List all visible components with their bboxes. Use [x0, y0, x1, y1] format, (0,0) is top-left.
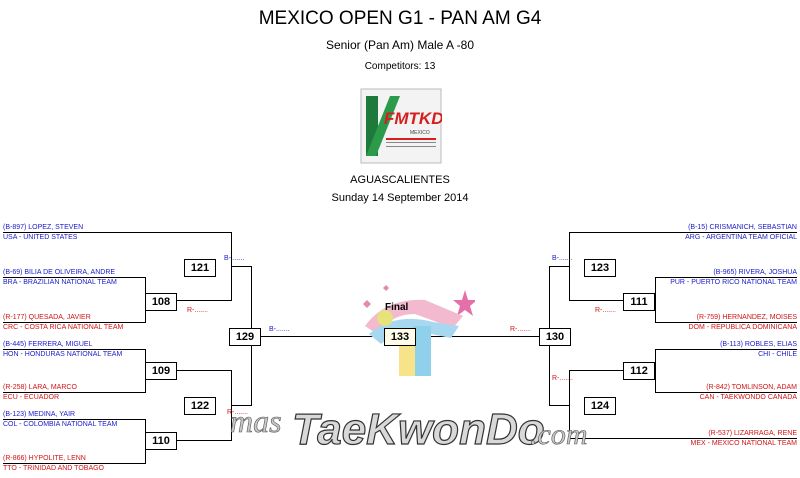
match-box-133: 133	[384, 328, 416, 346]
fmtkd-logo: FMTKD MEXICO	[360, 88, 442, 164]
slot-placeholder: R-.......	[187, 307, 208, 314]
competitor-name: (R-258) LARA, MARCO	[3, 384, 77, 391]
svg-text:TaeKwonDo: TaeKwonDo	[292, 405, 545, 454]
competitor-team: MEX - MEXICO NATIONAL TEAM	[690, 440, 797, 447]
bracket-line	[569, 370, 570, 439]
final-label: Final	[385, 302, 409, 313]
match-box-123: 123	[584, 259, 616, 277]
svg-text:MEXICO: MEXICO	[410, 130, 430, 136]
competitor-team: TTO - TRINIDAD AND TOBAGO	[3, 465, 104, 472]
competitor-name: (R-537) LIZARRAGA, RENE	[708, 430, 797, 437]
match-box-121: 121	[184, 259, 216, 277]
bracket-line	[3, 232, 231, 233]
match-box-130: 130	[539, 328, 571, 346]
bracket-line	[231, 405, 251, 406]
bracket-line	[3, 277, 145, 278]
bracket-line	[569, 438, 797, 439]
match-box-112: 112	[623, 362, 655, 380]
competitor-team: COL - COLOMBIA NATIONAL TEAM	[3, 421, 118, 428]
competitor-team: HON - HONDURAS NATIONAL TEAM	[3, 351, 123, 358]
competitor-name: (B-897) LOPEZ, STEVEN	[3, 224, 84, 231]
bracket-line	[3, 322, 145, 323]
bracket-line	[569, 232, 797, 233]
match-box-111: 111	[623, 293, 655, 311]
competitor-team: CRC - COSTA RICA NATIONAL TEAM	[3, 324, 124, 331]
competitor-team: CAN - TAEKWONDO CANADA	[699, 394, 797, 401]
bracket-line	[655, 277, 656, 323]
match-box-124: 124	[584, 397, 616, 415]
bracket-line	[163, 370, 231, 371]
competitor-team: USA - UNITED STATES	[3, 234, 78, 241]
venue-label: AGUASCALIENTES	[350, 174, 450, 186]
bracket-line	[655, 322, 797, 323]
competitor-name: (B-445) FERRERA, MIGUEL	[3, 341, 93, 348]
bracket-line	[3, 349, 145, 350]
competitor-team: CHI - CHILE	[758, 351, 797, 358]
competitor-team: BRA - BRAZILIAN NATIONAL TEAM	[3, 279, 117, 286]
competitor-team: ARG - ARGENTINA TEAM OFICIAL	[685, 234, 797, 241]
competitor-team: ECU - ECUADOR	[3, 394, 60, 401]
bracket-line	[569, 232, 570, 301]
bracket-line	[251, 336, 391, 337]
bracket-line	[3, 419, 145, 420]
match-box-110: 110	[145, 432, 177, 450]
competitor-name: (B-113) ROBLES, ELIAS	[720, 341, 797, 348]
bracket-line	[655, 349, 656, 393]
svg-text:FMTKD: FMTKD	[384, 109, 442, 128]
slot-placeholder: B-.......	[552, 255, 573, 262]
bracket-line	[409, 336, 549, 337]
competitor-team: DOM - REPUBLICA DOMINICANA	[688, 324, 797, 331]
bracket-line	[145, 300, 231, 301]
svg-text:mas: mas	[230, 403, 282, 439]
competitor-name: (B-69) BILIA DE OLIVEIRA, ANDRE	[3, 269, 116, 276]
bracket-line	[569, 300, 655, 301]
bracket-line	[549, 266, 569, 267]
competitor-name: (R-866) HYPOLITE, LENN	[3, 455, 86, 462]
match-box-109: 109	[145, 362, 177, 380]
bracket-line	[569, 370, 655, 371]
bracket-line	[3, 392, 145, 393]
event-title: MEXICO OPEN G1 - PAN AM G4	[258, 8, 542, 29]
mastaekwondo-watermark: mas TaeKwonDo .com	[230, 403, 588, 455]
match-box-108: 108	[145, 293, 177, 311]
svg-text:.com: .com	[530, 418, 587, 451]
bracket-line	[549, 405, 569, 406]
bracket-line	[655, 349, 797, 350]
match-box-129: 129	[229, 328, 261, 346]
competitor-count: Competitors: 13	[364, 61, 436, 72]
competitor-name: (R-759) HERNANDEZ, MOISES	[696, 314, 797, 321]
bracket-line	[3, 463, 145, 464]
slot-placeholder: B-.......	[224, 255, 245, 262]
slot-placeholder: B-.......	[269, 326, 290, 333]
slot-placeholder: R-.......	[227, 409, 248, 416]
competitor-name: (B-15) CRISMANICH, SEBASTIAN	[688, 224, 797, 231]
slot-placeholder: R-.......	[552, 375, 573, 382]
bracket-line	[655, 277, 797, 278]
slot-placeholder: R-.......	[595, 307, 616, 314]
bracket-line	[231, 266, 251, 267]
match-box-122: 122	[184, 397, 216, 415]
bracket-line	[655, 392, 797, 393]
event-date: Sunday 14 September 2014	[331, 192, 469, 204]
competitor-team: PUR - PUERTO RICO NATIONAL TEAM	[670, 279, 797, 286]
competitor-name: (B-123) MEDINA, YAIR	[3, 411, 76, 418]
competitor-name: (R-842) TOMLINSON, ADAM	[706, 384, 797, 391]
competitor-name: (R-177) QUESADA, JAVIER	[3, 314, 91, 321]
competitor-name: (B-965) RIVERA, JOSHUA	[713, 269, 797, 276]
division-subtitle: Senior (Pan Am) Male A -80	[325, 38, 475, 52]
bracket-line	[163, 440, 231, 441]
slot-placeholder: R-.......	[510, 326, 531, 333]
